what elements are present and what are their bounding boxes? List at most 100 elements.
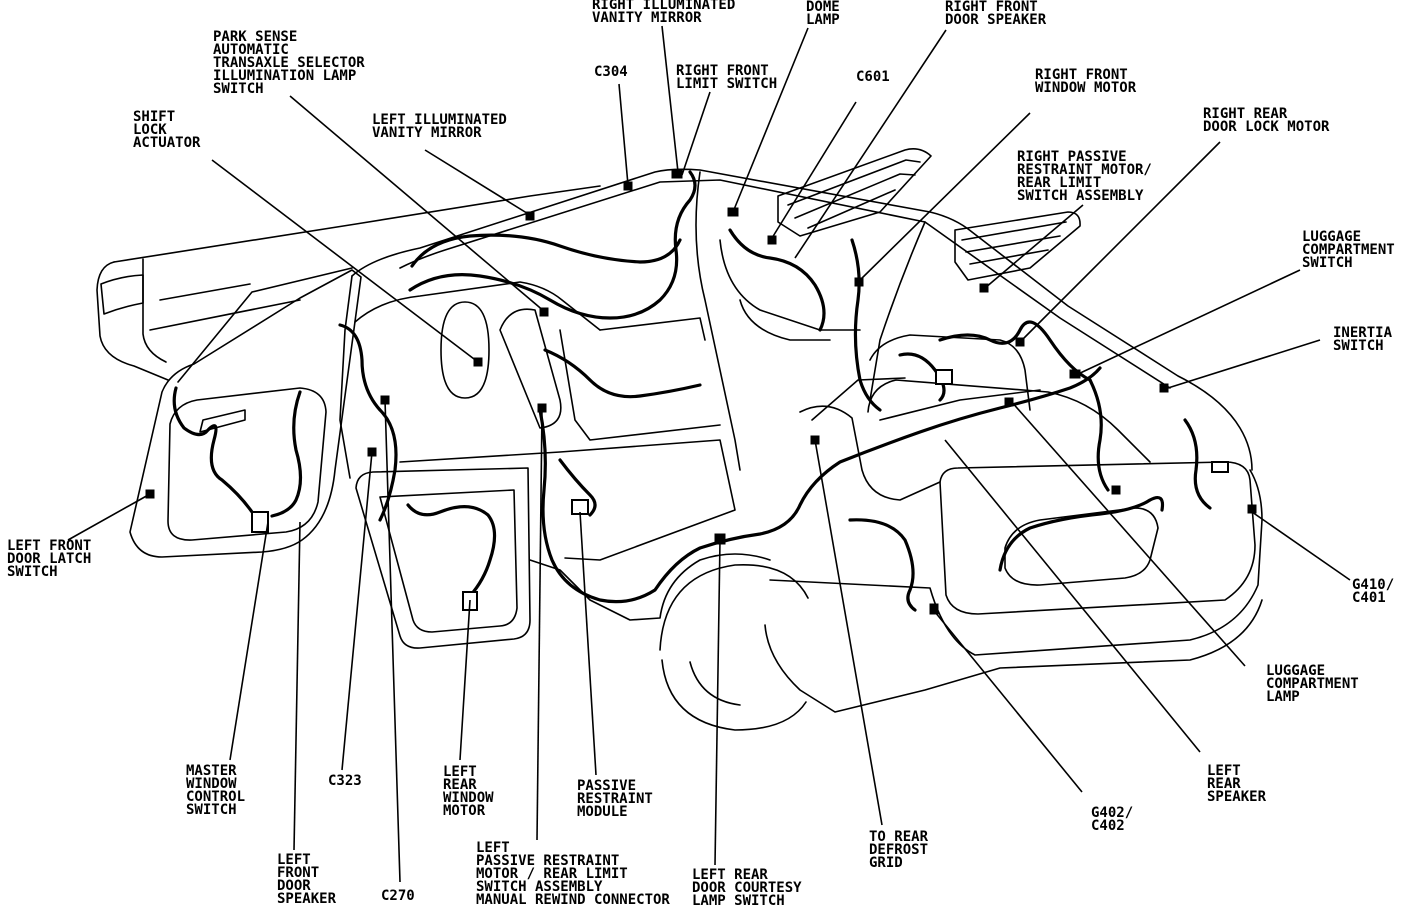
connector [1111,485,1121,495]
leader-line-c304 [618,83,629,186]
console-top [599,317,706,341]
label-line: RIGHT ILLUMINATED [592,0,736,13]
label-line: INERTIA [1333,325,1393,341]
label-g410-c401: G410/C401 [1352,578,1394,606]
leader-line-left-rear-window-motor [459,599,471,761]
label-line: DOME [806,0,840,15]
leader-line-c601 [771,101,857,239]
leader-line-right-illuminated-vanity-mirror [661,25,679,173]
harness-left-front-door [172,386,254,514]
roof-outline [351,168,1253,471]
label-line: LEFT [277,852,311,868]
label-c601: C601 [856,70,890,84]
label-line: G402/ [1091,805,1134,821]
components [251,369,1229,611]
front-fender [96,261,169,381]
label-line: PASSIVE [577,778,637,794]
leader-line-left-passive-restraint-motor [536,409,543,841]
leader-line-inertia-switch [1167,339,1321,389]
label-line: SWITCH [1302,255,1353,271]
label-line: TRANSAXLE SELECTOR [213,55,365,71]
label-line: RESTRAINT MOTOR/ [1017,162,1152,178]
label-line: FRONT [277,865,320,881]
label-line: WINDOW [186,776,237,792]
rear-bumper [764,599,1263,713]
leader-line-luggage-compartment-lamp [1009,399,1246,667]
right-rear-door [954,211,1081,281]
leader-line-right-front-limit-switch [681,91,711,176]
label-line: C270 [381,888,415,904]
label-line: LEFT ILLUMINATED [372,112,507,128]
harness-right-pillar [850,238,882,412]
label-line: RIGHT PASSIVE [1017,149,1127,165]
leader-line-c323 [341,451,373,771]
harness-console [543,348,702,399]
leader-line-left-rear-speaker [944,439,1201,753]
label-line: DEFROST [869,842,929,858]
label-line: CONTROL [186,789,246,805]
label-line: SWITCH [186,802,237,818]
front-floor [399,439,736,561]
leader-line-left-front-door-latch-switch [67,493,151,541]
leader-line-master-window-control-switch [229,521,269,761]
label-line: WINDOW [443,790,494,806]
label-c304: C304 [594,65,628,79]
label-line: LUGGAGE [1266,663,1326,679]
label-line: LAMP [1266,689,1300,705]
leader-line-right-rear-door-lock-motor [1019,141,1221,343]
leader-line-park-sense-selector-switch [289,95,546,313]
leader-line-right-front-door-speaker [794,29,947,259]
right-front-seat [739,299,831,341]
connector [929,603,939,615]
label-g402-c402: G402/C402 [1091,805,1134,834]
label-line: SWITCH ASSEMBLY [476,879,603,895]
harness-trunk-left [1088,378,1110,492]
label-c270: C270 [381,888,415,904]
label-line: SWITCH [7,564,58,580]
left-rear-door-trim-panel [379,489,518,633]
connector [525,211,535,221]
harness-instrument-panel [408,170,697,320]
b-pillar [695,171,741,471]
harness-floor [558,458,597,517]
left-front-door [129,269,362,558]
front-fender-edge [142,258,167,363]
rear-wheel-inner [689,661,741,706]
front-seat [499,308,562,429]
label-line: C402 [1091,818,1125,834]
label-line: MOTOR [443,803,486,819]
label-line: LIMIT SWITCH [676,76,778,92]
center-console [559,329,721,441]
label-line: DOOR SPEAKER [945,12,1047,28]
label-line: RESTRAINT [577,791,653,807]
label-line: VANITY MIRROR [372,125,482,141]
harness-rear-quarter [848,518,917,612]
label-line: LEFT [476,840,510,856]
dashboard [354,281,601,331]
label-line: PASSIVE RESTRAINT [476,853,620,869]
label-line: COMPARTMENT [1302,242,1395,258]
leader-line-passive-restraint-module [579,511,597,776]
label-line: LAMP [806,12,840,28]
label-line: DOOR LOCK MOTOR [1203,119,1330,135]
label-line: SWITCH [1333,338,1384,354]
label-line: C401 [1352,590,1386,606]
leader-line-right-front-window-motor [857,112,1031,283]
label-line: LUGGAGE [1302,229,1362,245]
label-line: RIGHT FRONT [1035,67,1128,83]
leader-line-left-front-door-speaker [293,521,301,851]
label-line: MOTOR / REAR LIMIT [476,866,628,882]
label-line: RIGHT REAR [1203,106,1288,122]
label-line: C323 [328,773,362,789]
